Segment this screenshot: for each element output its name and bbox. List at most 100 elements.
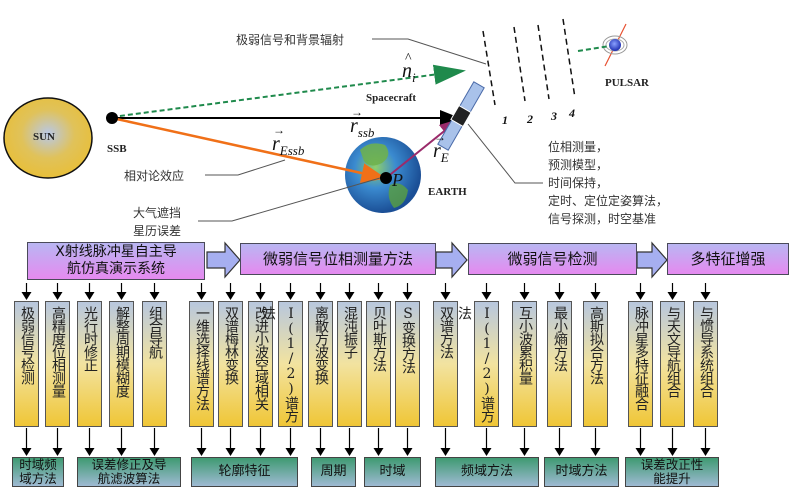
stage-to-column-arrowhead-19: [635, 292, 646, 300]
stage-arrow-3: [636, 241, 668, 279]
spacecraft-label: Spacecraft: [366, 92, 417, 104]
column-to-group-arrowhead-2: [52, 448, 63, 456]
stage-to-column-arrowhead-11: [344, 292, 355, 300]
n-hat-sub: i: [412, 70, 416, 85]
task-line-2: 预测模型，: [548, 158, 609, 172]
r-essb-main: r: [272, 133, 280, 155]
method-column-16: 互小波累积量: [512, 301, 537, 427]
method-column-10: 离散方波变换: [308, 301, 333, 427]
r-e-main: r: [433, 140, 441, 162]
stage-weak-signal-phase-measurement: 微弱信号位相测量方法: [240, 243, 436, 275]
column-to-group-arrowhead-4: [116, 448, 127, 456]
stage-to-column-arrowhead-6: [196, 292, 207, 300]
wavefront-number-2: 2: [527, 112, 533, 126]
sun-body: [3, 97, 93, 179]
ssb-label: SSB: [107, 143, 127, 155]
method-column-1: 极弱信号检测: [14, 301, 39, 427]
atmosphere-line-2: 星历误差: [133, 224, 182, 238]
group-8-line-2: 能提升: [653, 471, 691, 486]
line-of-sight-arrow: [111, 64, 466, 118]
relativity-annotation: 相对论效应: [124, 169, 185, 183]
r-essb-sub: Essb: [279, 143, 305, 158]
column-to-group-arrowhead-9: [285, 448, 296, 456]
n-hat-main: n: [402, 60, 412, 82]
r-ssb-main: r: [350, 115, 358, 137]
stage-to-column-arrowhead-8: [255, 292, 266, 300]
atmosphere-line-1: 大气遮挡: [133, 206, 182, 220]
hat-glyph: ^: [405, 51, 412, 66]
group-error-correction-performance: 误差改正性能提升: [625, 457, 719, 487]
column-to-group-arrowhead-11: [344, 448, 355, 456]
r-essb-label: →rEssb: [272, 123, 305, 159]
vector-arrow-glyph: →: [351, 105, 363, 119]
earth-point-p: [380, 172, 392, 184]
stage-arrow-2: [435, 241, 468, 279]
method-column-20: 与天文导航组合: [660, 301, 685, 427]
column-to-group-arrowhead-18: [590, 448, 601, 456]
stage-to-column-arrowhead-7: [225, 292, 236, 300]
stage-arrows: [206, 241, 668, 279]
spacecraft-tasks-leader: [467, 123, 543, 184]
column-to-group-arrowhead-19: [635, 448, 646, 456]
method-column-19: 脉冲星多特征融合: [628, 301, 653, 427]
vector-arrow-glyph: →: [273, 123, 285, 137]
stage-to-column-arrowhead-17: [554, 292, 565, 300]
stage-to-column-arrowhead-4: [116, 292, 127, 300]
stage-1-line-1: X射线脉冲星自主导: [55, 244, 177, 260]
task-line-5: 信号探测，时空基准: [548, 212, 657, 226]
r-ssb-label: →rssb: [350, 105, 374, 141]
weak-signal-annotation: 极弱信号和背景辐射: [236, 33, 345, 47]
column-to-group-arrowhead-13: [402, 448, 413, 456]
stage-to-column-arrowhead-2: [52, 292, 63, 300]
method-column-2: 高精度位相测量: [45, 301, 70, 427]
stage-to-column-arrowhead-13: [402, 292, 413, 300]
stage-xray-pulsar-navigation-system: X射线脉冲星自主导航仿真演示系统: [27, 242, 205, 280]
group-frequency-domain-methods: 频域方法: [435, 457, 539, 487]
earth-label: EARTH: [428, 186, 467, 198]
wavefront-number-1: 1: [502, 113, 508, 127]
method-column-13: S变换方法: [395, 301, 420, 427]
method-column-15: I(1/2)谱方法: [456, 301, 499, 427]
group-1-line-1: 时域频: [19, 457, 57, 472]
stage-to-column-arrowhead-12: [373, 292, 384, 300]
wavefronts: [482, 18, 576, 106]
stage-weak-signal-detection: 微弱信号检测: [468, 243, 637, 275]
relativity-leader: [205, 159, 286, 176]
stage-to-column-arrowhead-1: [21, 292, 32, 300]
group-time-freq-methods: 时域频域方法: [12, 457, 64, 487]
method-column-5: 组合导航: [142, 301, 167, 427]
ssb-point: [106, 112, 118, 124]
wavefront-number-3: 3: [551, 109, 557, 123]
group-2-line-2: 航滤波算法: [97, 471, 161, 486]
stage-to-column-arrowhead-18: [590, 292, 601, 300]
column-to-group-arrowhead-3: [84, 448, 95, 456]
stage-arrow-1: [206, 241, 241, 279]
column-to-group-arrowhead-16: [519, 448, 530, 456]
stage-multi-feature-enhancement: 多特征增强: [667, 243, 789, 275]
stage-to-column-arrowhead-14: [440, 292, 451, 300]
group-period: 周期: [311, 457, 356, 487]
method-column-17: 最小熵方法: [547, 301, 572, 427]
column-to-group-arrowhead-6: [196, 448, 207, 456]
column-to-group-arrowhead-14: [440, 448, 451, 456]
stage-to-column-arrowhead-21: [700, 292, 711, 300]
stage-to-column-arrowhead-10: [315, 292, 326, 300]
group-8-line-1: 误差改正性: [640, 457, 704, 472]
r-e-label: →rE: [433, 130, 449, 166]
group-time-domain: 时域: [364, 457, 421, 487]
method-column-12: 贝叶斯方法: [366, 301, 391, 427]
column-to-group-arrowhead-7: [225, 448, 236, 456]
method-column-7: 双谱梅林变换: [218, 301, 243, 427]
method-column-18: 高斯拟合方法: [583, 301, 608, 427]
task-line-4: 定时、定位定姿算法，: [548, 194, 669, 208]
stage-to-column-arrowhead-20: [667, 292, 678, 300]
method-column-21: 与惯导系统组合: [693, 301, 718, 427]
r-essb-arrow: [111, 116, 387, 183]
column-to-group-arrowhead-21: [700, 448, 711, 456]
connector-arrows: [21, 283, 711, 456]
column-to-group-arrowhead-12: [373, 448, 384, 456]
column-to-group-arrowhead-17: [554, 448, 565, 456]
group-time-domain-methods: 时域方法: [544, 457, 619, 487]
method-column-11: 混沌振子: [337, 301, 362, 427]
column-to-group-arrowhead-8: [255, 448, 266, 456]
